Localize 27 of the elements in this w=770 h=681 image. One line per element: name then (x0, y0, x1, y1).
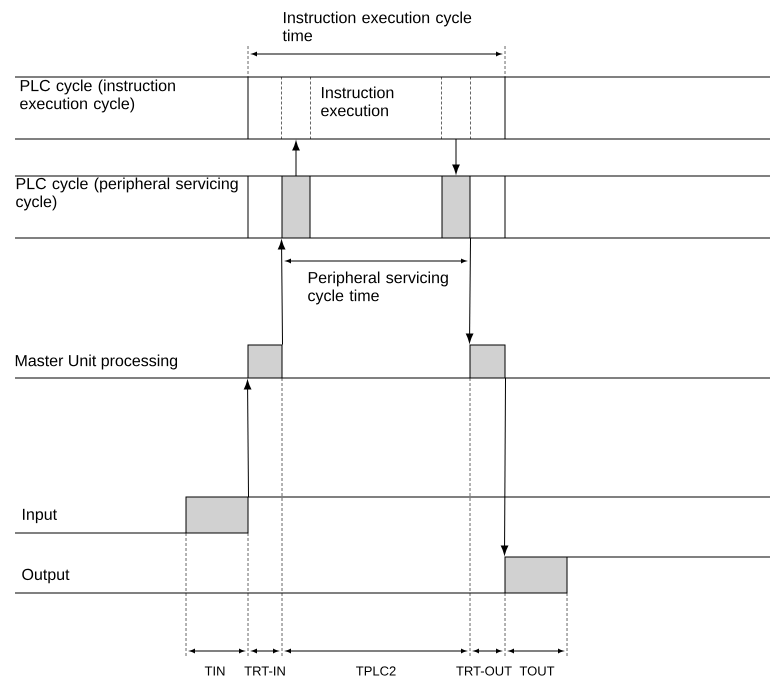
arrow (292, 141, 300, 176)
arrow (500, 378, 508, 555)
label: TRT-IN (244, 666, 285, 676)
label: Instruction execution cycle time (282, 12, 472, 42)
label: Instruction execution (321, 86, 394, 116)
pulse-box (442, 176, 470, 238)
arrow (244, 380, 252, 497)
arrow (278, 240, 286, 345)
label: TIN (204, 666, 224, 676)
label: Peripheral servicing cycle time (308, 272, 448, 304)
pulse-box (282, 176, 310, 238)
dashed-segment (281, 76, 311, 140)
arrow (452, 139, 460, 174)
label: TPLC2 (356, 666, 396, 676)
label: PLC cycle (peripheral servicing cycle) (16, 178, 238, 210)
label: Master Unit processing (16, 354, 178, 370)
label: TRT-OUT (456, 666, 512, 676)
label: TOUT (520, 666, 554, 676)
pulse-box (248, 344, 282, 378)
dashed-segment (441, 76, 471, 140)
label: Input (22, 508, 57, 524)
label: PLC cycle (instruction execution cycle) (20, 80, 175, 112)
arrow (466, 238, 474, 343)
pulse-box (470, 344, 506, 378)
pulse-box (504, 556, 568, 594)
label: Output (22, 568, 70, 584)
pulse-box (186, 496, 248, 534)
